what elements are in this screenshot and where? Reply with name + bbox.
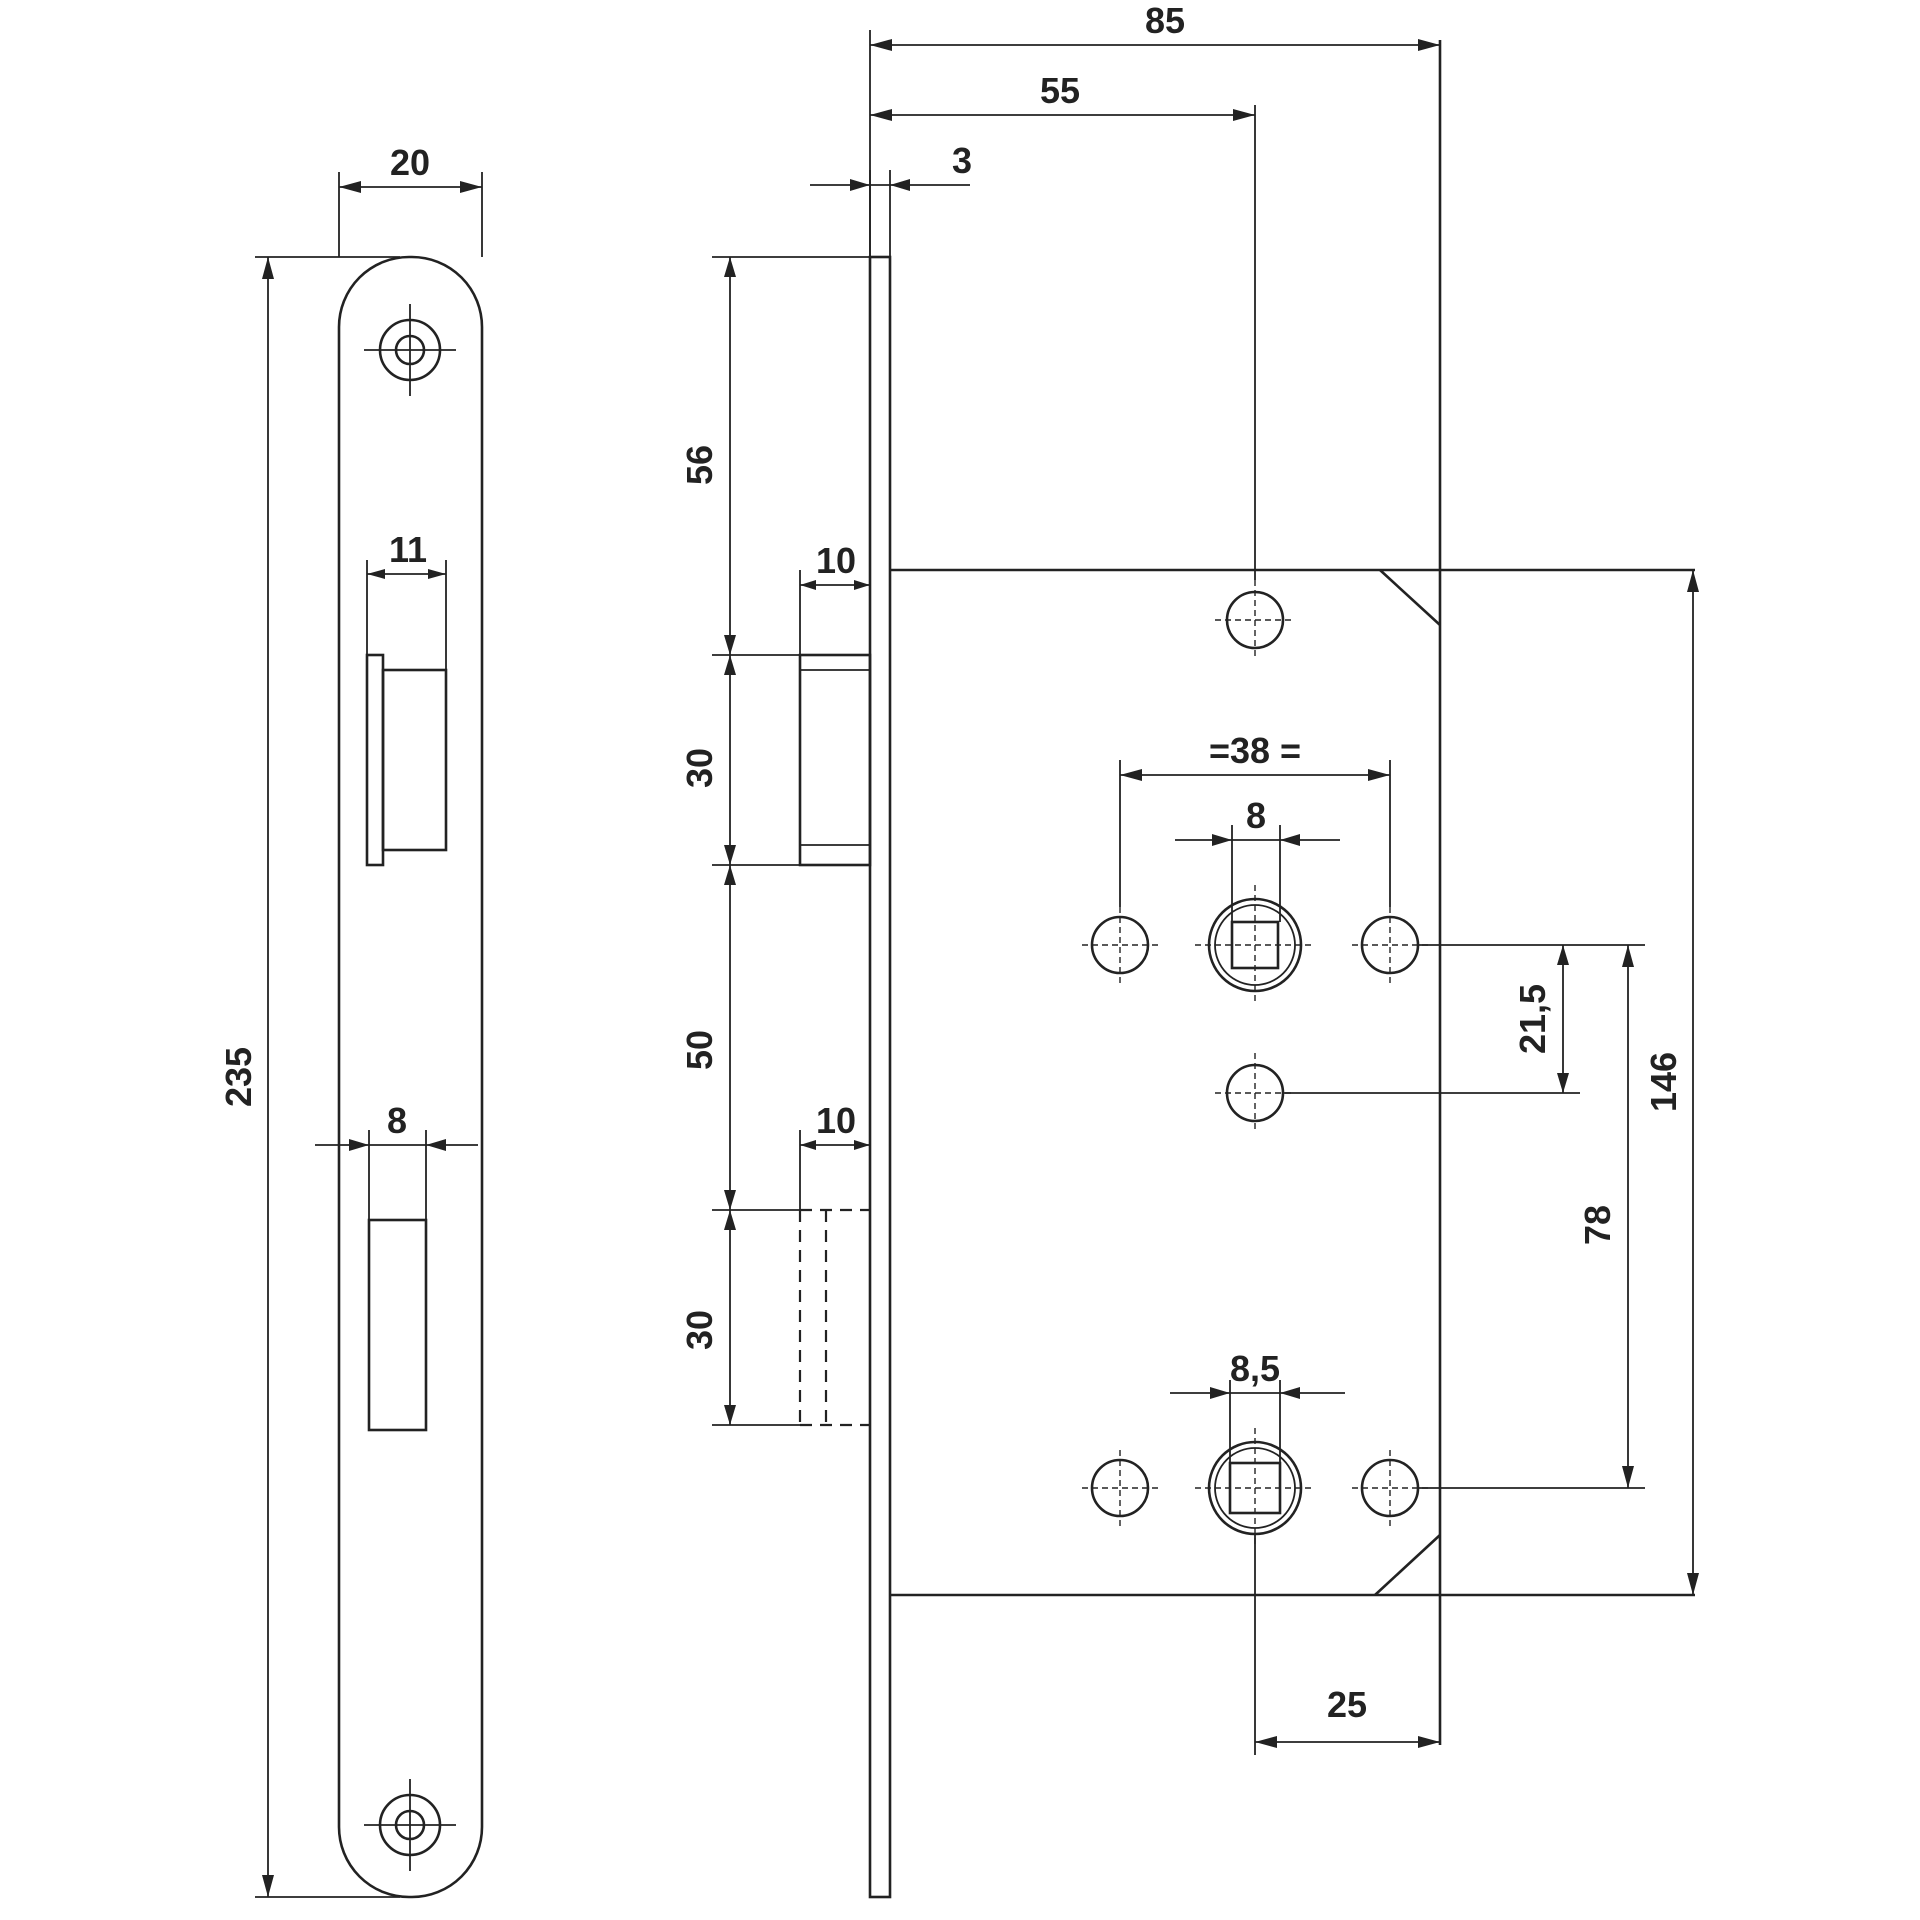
dim-latch-width: 11 — [366, 529, 447, 670]
dim-label-20: 20 — [390, 142, 430, 183]
dim-fixing-pitch: =38 = — [1119, 730, 1391, 907]
dim-label-85: 85 — [1145, 0, 1185, 41]
dim-label-10-latch: 10 — [816, 540, 856, 581]
dim-bolt-width: 8 — [315, 1100, 478, 1220]
dead-bolt-dashed — [798, 1208, 870, 1427]
dim-latch-projection: 10 — [799, 540, 870, 655]
dim-plate-thickness: 3 — [810, 140, 972, 257]
lower-right-hole-icon — [1352, 1450, 1428, 1526]
dim-cylinder-square: 8,5 — [1170, 1348, 1345, 1463]
lock-body-view: 85 55 3 — [679, 0, 1699, 1899]
dim-label-8-5: 8,5 — [1230, 1348, 1280, 1389]
top-fixing-hole-icon — [1215, 580, 1295, 660]
left-fixing-hole-icon — [1082, 907, 1158, 983]
dim-follower-to-hole: 21,5 — [1283, 944, 1580, 1094]
faceplate-view: 20 235 11 8 — [218, 142, 484, 1899]
dim-label-78: 78 — [1577, 1205, 1618, 1245]
right-fixing-hole-icon — [1352, 907, 1428, 983]
dim-label-146: 146 — [1643, 1052, 1684, 1112]
dim-label-3: 3 — [952, 140, 972, 181]
bolt-opening — [367, 1218, 428, 1432]
dim-case-height: 146 — [1643, 570, 1699, 1595]
follower-square-icon — [1195, 885, 1315, 1005]
dim-label-10-bolt: 10 — [816, 1100, 856, 1141]
bottom-screw-hole-icon — [364, 1779, 456, 1871]
dim-label-8-bolt: 8 — [387, 1100, 407, 1141]
latch-opening — [365, 653, 448, 867]
dim-label-25: 25 — [1327, 1684, 1367, 1725]
dim-faceplate-height: 235 — [218, 256, 400, 1898]
dim-label-50: 50 — [679, 1030, 720, 1070]
dim-distance: 78 — [1418, 944, 1645, 1489]
cylinder-square-icon — [1195, 1428, 1315, 1548]
top-screw-hole-icon — [364, 304, 456, 396]
dim-label-21-5: 21,5 — [1512, 984, 1553, 1054]
dim-follower-square: 8 — [1175, 795, 1340, 922]
dim-case-edge: 25 — [1254, 1534, 1440, 1755]
dim-faceplate-width: 20 — [338, 142, 483, 257]
dim-label-11: 11 — [389, 529, 427, 570]
dim-backset: 55 — [870, 70, 1256, 580]
dim-label-55: 55 — [1040, 70, 1080, 111]
latch-bolt — [798, 653, 872, 867]
dim-label-235: 235 — [218, 1047, 259, 1107]
dim-vertical-chain: 56 30 50 30 — [679, 256, 870, 1426]
side-faceplate — [868, 255, 892, 1899]
lower-left-hole-icon — [1082, 1450, 1158, 1526]
dim-label-56: 56 — [679, 445, 720, 485]
dim-bolt-projection: 10 — [799, 1100, 870, 1210]
dim-label-8-follower: 8 — [1246, 795, 1266, 836]
dim-label-30-latch: 30 — [679, 748, 720, 788]
dim-backset-total: 85 — [869, 0, 1440, 257]
dim-label-38: =38 = — [1209, 730, 1301, 771]
lock-case — [890, 40, 1695, 1745]
dim-label-30-bolt: 30 — [679, 1310, 720, 1350]
faceplate-outline — [337, 255, 484, 1899]
